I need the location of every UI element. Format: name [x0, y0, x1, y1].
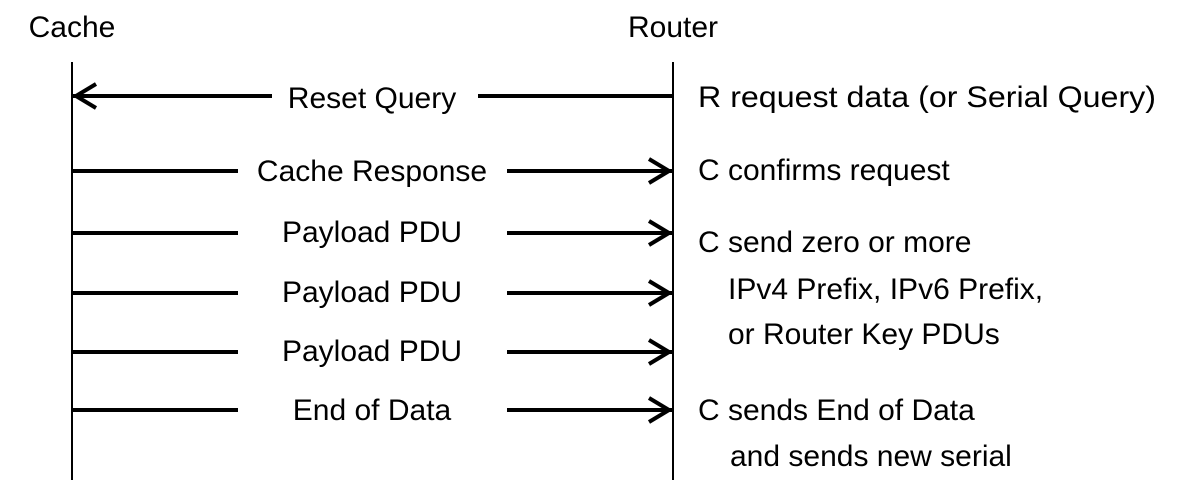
message-label: End of Data [293, 394, 452, 427]
note-sends-end-of-data: C sends End of Data [698, 394, 975, 427]
arrowhead-right [647, 279, 673, 307]
message-label: Payload PDU [282, 276, 462, 309]
participant-router-label: Router [628, 11, 718, 44]
arrowhead-right [647, 396, 673, 424]
message-payload-pdu: Payload PDU [72, 335, 673, 368]
message-cache-response: Cache Response [72, 155, 673, 188]
message-label: Reset Query [288, 82, 456, 115]
message-label: Payload PDU [282, 335, 462, 368]
message-label: Cache Response [257, 155, 487, 188]
message-reset-query: Reset Query [72, 82, 673, 115]
message-payload-pdu: Payload PDU [72, 216, 673, 249]
note-sends-new-serial: and sends new serial [730, 440, 1012, 473]
arrowhead-right [647, 157, 673, 185]
note-request-data: R request data (or Serial Query) [698, 81, 1156, 114]
note-prefix-types: IPv4 Prefix, IPv6 Prefix, [728, 273, 1043, 306]
note-router-key-pdus: or Router Key PDUs [728, 318, 1000, 351]
arrowhead-right [647, 338, 673, 366]
note-confirms-request: C confirms request [698, 154, 950, 187]
arrowhead-right [647, 219, 673, 247]
participant-cache-label: Cache [29, 11, 116, 44]
message-payload-pdu: Payload PDU [72, 276, 673, 309]
arrowhead-left [72, 82, 98, 110]
message-end-of-data: End of Data [72, 394, 673, 427]
message-label: Payload PDU [282, 216, 462, 249]
note-send-zero-or-more: C send zero or more [698, 226, 971, 259]
